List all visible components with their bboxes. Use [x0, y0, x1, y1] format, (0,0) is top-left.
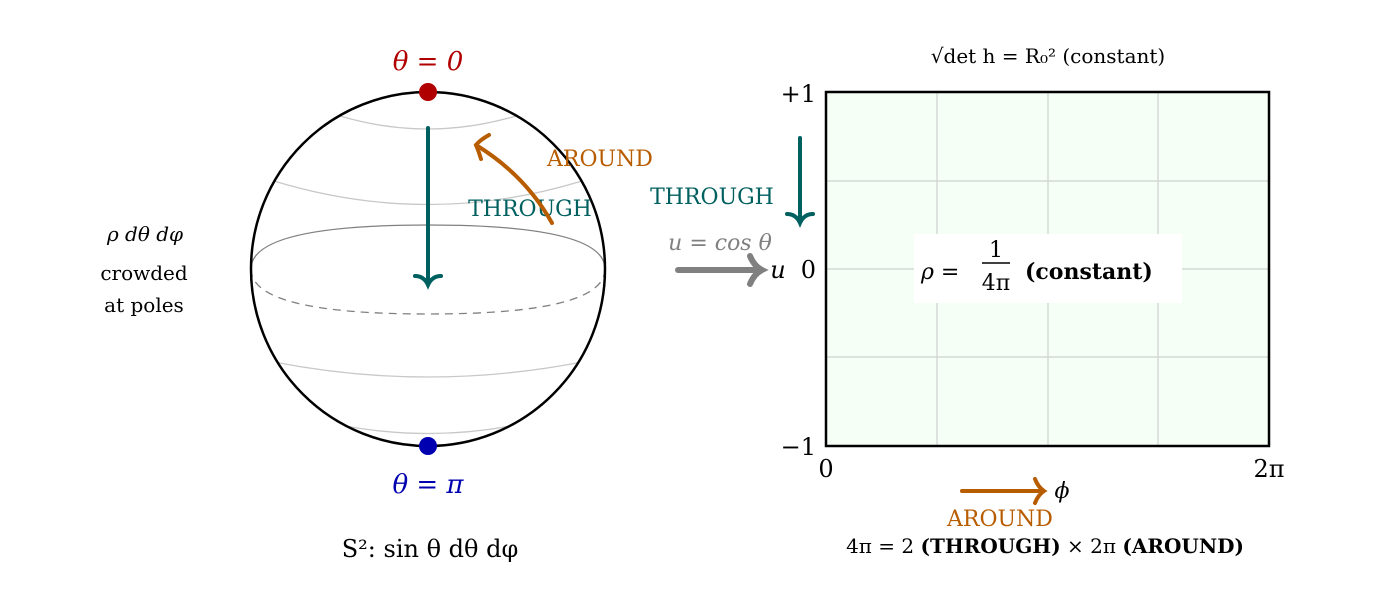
y-axis-label: u: [770, 256, 785, 284]
caption-part: × 2π: [1061, 534, 1123, 558]
right-arrow-icon: [675, 253, 769, 287]
rect-through-label: THROUGH: [650, 185, 774, 210]
north-pole-dot: [419, 83, 437, 101]
through-arrow-icon: [785, 136, 815, 228]
latitude-ring-bottom: [339, 424, 517, 435]
rectangle-title: √det h = R₀² (constant): [931, 44, 1165, 68]
rect-around-label: AROUND: [946, 507, 1053, 532]
sphere-through-label: THROUGH: [468, 197, 592, 222]
around-arrow-icon: [960, 477, 1048, 505]
south-pole-label: θ = π: [392, 470, 464, 500]
south-pole-dot: [419, 437, 437, 455]
caption-part: 4π = 2: [846, 534, 920, 558]
density-lhs: ρ =: [920, 260, 959, 285]
density-box: ρ = 1 4π (constant): [914, 234, 1182, 303]
sphere-around-label: AROUND: [546, 147, 653, 172]
rectangle-caption: 4π = 2 (THROUGH) × 2π (AROUND): [846, 534, 1244, 558]
uniform-rectangle: √det h = R₀² (constant) +1 0 u −1 0 2π T…: [650, 44, 1284, 558]
north-pole-label: θ = 0: [393, 47, 464, 77]
caption-part: (THROUGH): [921, 534, 1061, 558]
caption-part: (AROUND): [1122, 534, 1244, 558]
sphere-caption: S²: sin θ dθ dφ: [342, 535, 519, 563]
x-axis-label: ϕ: [1055, 479, 1070, 504]
y-tick-mid: 0: [801, 256, 816, 284]
sphere: θ = 0 θ = π THROUGH AROUND ρ dθ dφ crowd…: [100, 47, 653, 563]
y-tick-bottom: −1: [781, 433, 816, 461]
through-arrow-icon: [413, 126, 443, 290]
side-note-line1: crowded: [100, 261, 188, 285]
density-note: (constant): [1025, 259, 1153, 285]
side-formula: ρ dθ dφ: [106, 222, 183, 246]
density-denominator: 4π: [982, 271, 1010, 296]
latitude-ring-lower: [273, 361, 583, 378]
map-arrow: u = cos θ: [668, 231, 772, 287]
map-label: u = cos θ: [668, 231, 772, 256]
x-tick-right: 2π: [1253, 455, 1284, 483]
equator-back-dashed: [251, 268, 605, 315]
y-tick-top: +1: [781, 80, 816, 108]
x-tick-left: 0: [818, 455, 833, 483]
side-note-line2: at poles: [104, 293, 184, 317]
around-arrow-icon: [473, 133, 554, 225]
rectangle-border: [824, 90, 1271, 448]
density-numerator: 1: [989, 238, 1003, 263]
